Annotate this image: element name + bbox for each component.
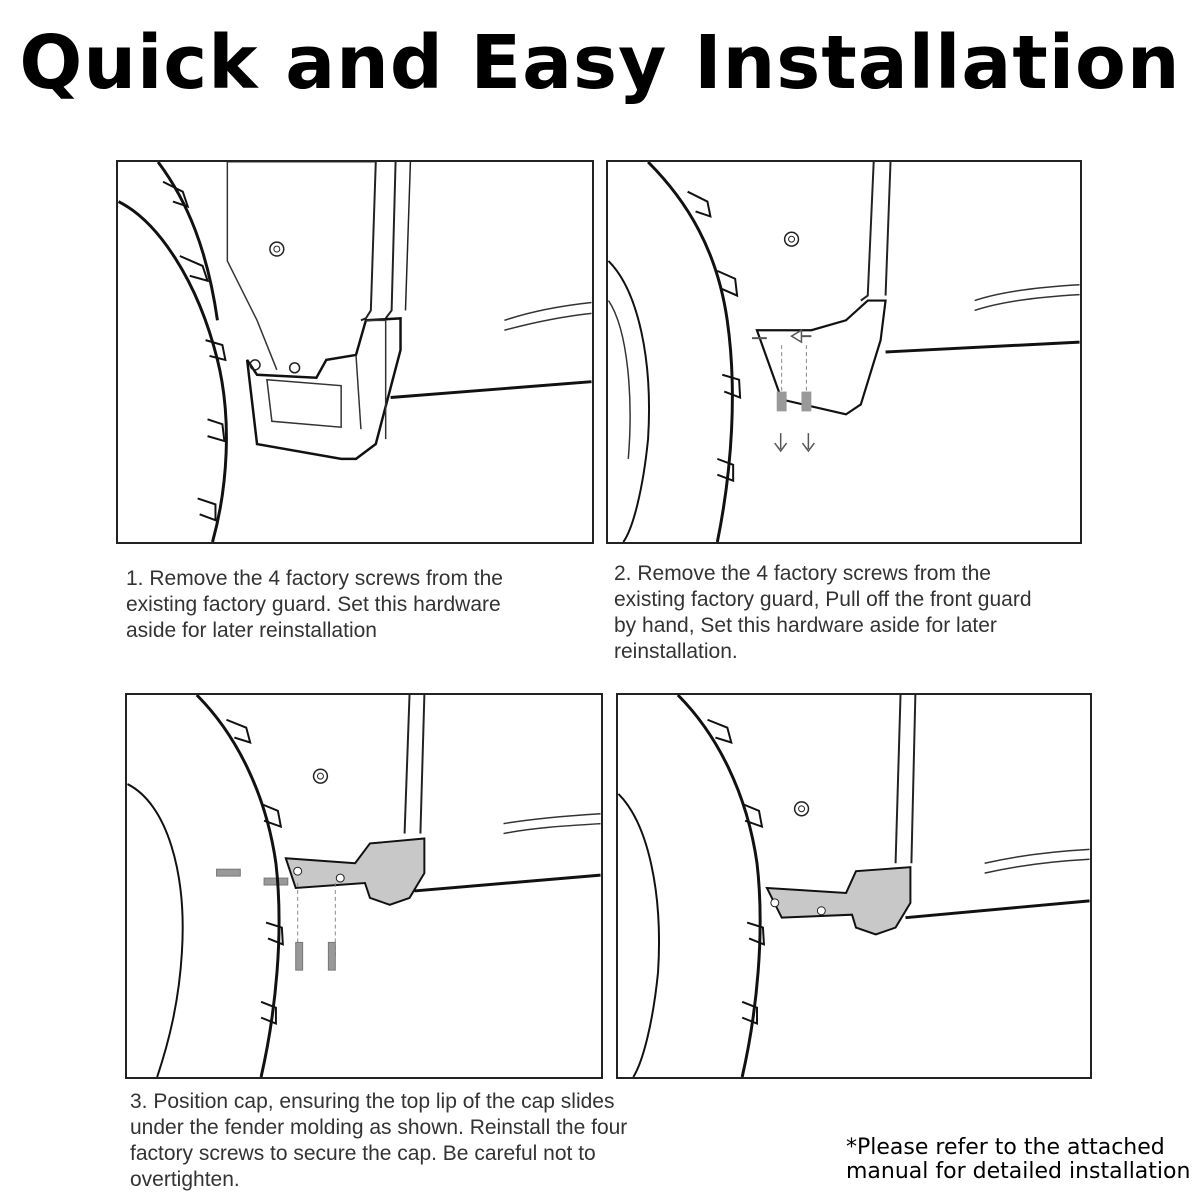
step-1-illustration: [116, 160, 594, 544]
step-3-caption: 3. Position cap, ensuring the top lip of…: [130, 1090, 628, 1191]
step-1-caption: 1. Remove the 4 factory screws from the …: [126, 567, 503, 642]
screw-icon: [776, 345, 812, 412]
mud-guard-cap: [284, 837, 426, 906]
step-2-illustration: [606, 160, 1082, 544]
page-title: Quick and Easy Installation: [19, 20, 1181, 106]
fender-diagram-step-1: [118, 162, 592, 542]
arrow-down-icon: [774, 433, 815, 453]
manual-note: *Please refer to the attached manual for…: [846, 1135, 1191, 1184]
step-3-illustration: [125, 693, 603, 1079]
step-2-caption: 2. Remove the 4 factory screws from the …: [614, 562, 1032, 663]
mud-guard-cap: [765, 866, 912, 936]
step-4-illustration: [616, 693, 1092, 1079]
